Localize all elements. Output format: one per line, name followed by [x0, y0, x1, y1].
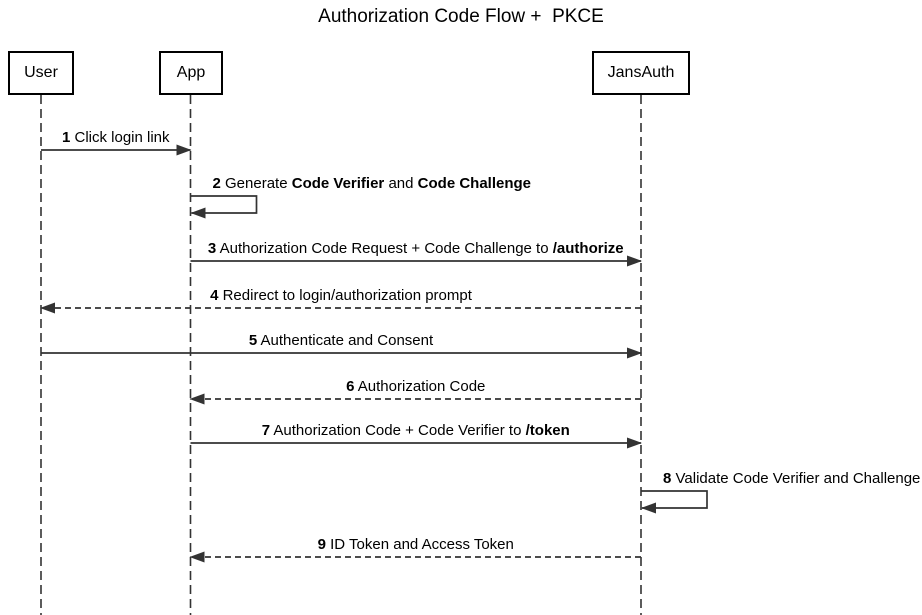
message-text: Redirect to login/authorization prompt	[222, 287, 472, 304]
message-number: 4	[210, 287, 219, 304]
message-text: Click login link	[74, 129, 170, 146]
actor-box-app: App	[159, 51, 223, 95]
message-9-label: 9 ID Token and Access Token	[318, 537, 514, 553]
message-number: 1	[61, 129, 71, 146]
message-2-label: 2 Generate Code Verifier and Code Challe…	[213, 176, 532, 192]
message-8-line	[641, 490, 708, 514]
actor-box-user: User	[8, 51, 74, 95]
message-8-label: 8 Validate Code Verifier and Challenge	[663, 471, 920, 487]
message-text: /token	[525, 422, 570, 439]
message-5-label: 5 Authenticate and Consent	[249, 333, 433, 349]
actor-label-app: App	[176, 64, 206, 81]
actor-label-jansauth: JansAuth	[607, 64, 675, 81]
message-4-label: 4 Redirect to login/authorization prompt	[210, 288, 472, 304]
diagram-title: Authorization Code Flow + PKCE	[318, 6, 604, 27]
message-number: 9	[317, 536, 326, 553]
message-number: 3	[207, 240, 217, 257]
message-text: Code Verifier	[291, 175, 385, 192]
message-number: 5	[248, 332, 258, 349]
message-text: ID Token and Access Token	[330, 536, 514, 553]
actor-label-user: User	[24, 64, 58, 81]
message-2-line	[190, 195, 258, 219]
message-text: Authorization Code + Code Verifier to	[273, 422, 526, 439]
message-text: Validate Code Verifier and Challenge	[675, 470, 921, 487]
message-text: and	[384, 175, 418, 192]
actor-box-jansauth: JansAuth	[592, 51, 690, 95]
message-7-label: 7 Authorization Code + Code Verifier to …	[262, 423, 570, 439]
message-text: Generate	[225, 175, 292, 192]
message-text: Code Challenge	[417, 175, 532, 192]
message-6-label: 6 Authorization Code	[346, 379, 485, 395]
message-3-label: 3 Authorization Code Request + Code Chal…	[208, 241, 624, 257]
message-text: /authorize	[552, 240, 624, 257]
message-number: 6	[346, 378, 355, 395]
message-text: Authorization Code	[357, 378, 486, 395]
message-number: 7	[261, 422, 271, 439]
message-1-label: 1 Click login link	[62, 130, 170, 146]
message-text: Authorization Code Request + Code Challe…	[219, 240, 553, 257]
message-number: 2	[212, 175, 221, 192]
message-text: Authenticate and Consent	[260, 332, 434, 349]
message-number: 8	[663, 470, 672, 487]
